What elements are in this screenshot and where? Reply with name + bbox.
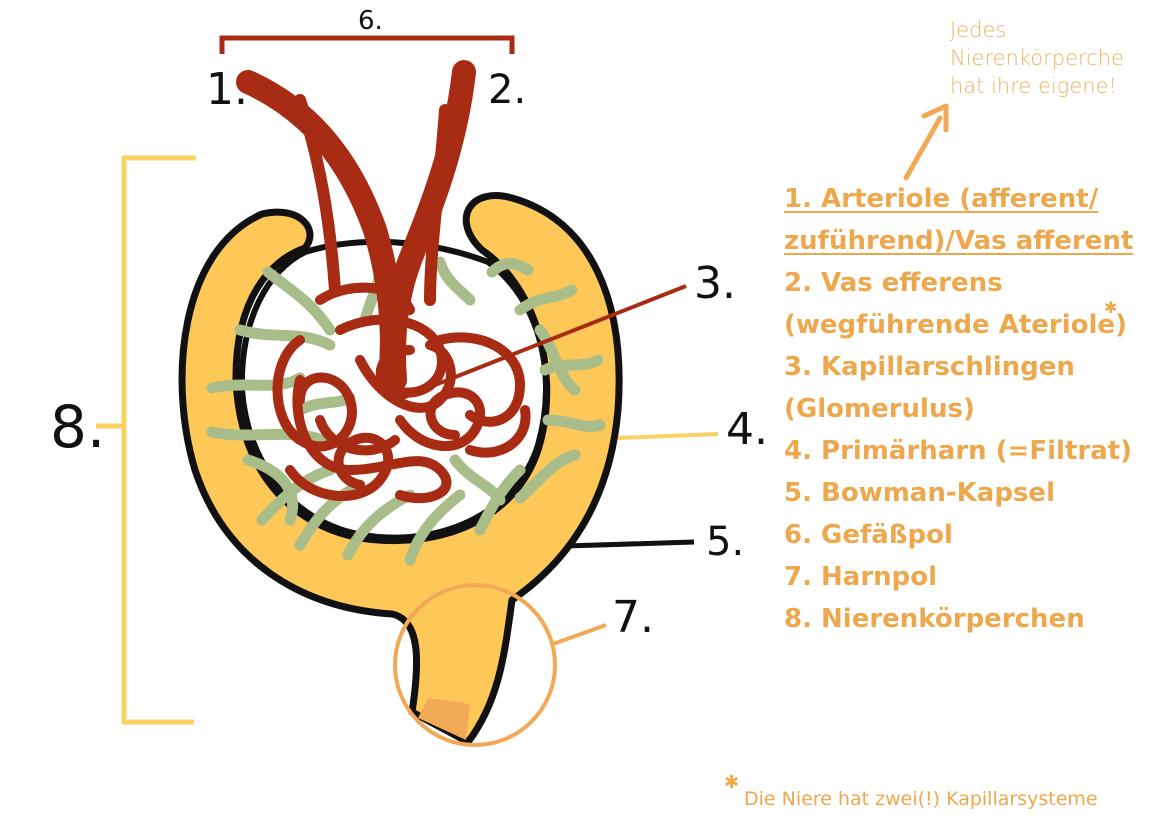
legend-item-2-line-1: 2. Vas efferens bbox=[784, 268, 1003, 298]
podocyte-strands bbox=[206, 256, 606, 566]
note-each-corpuscle: Jedes Nierenkörperche hat ihre eigene! bbox=[950, 18, 1124, 98]
legend-item-1-line-1: 1. Arteriole (afferent/ bbox=[784, 184, 1099, 214]
bowman-capsule bbox=[178, 192, 623, 746]
note-arrow-head bbox=[921, 103, 949, 133]
asterisk-footnote-icon: ✱ bbox=[724, 772, 740, 793]
legend: 1. Arteriole (afferent/ zuführend)/Vas a… bbox=[784, 178, 1164, 640]
arterioles bbox=[236, 60, 476, 392]
vas-efferens bbox=[381, 60, 476, 392]
legend-item-2-line-2: (wegführende Ateriole) bbox=[784, 310, 1127, 340]
leader-line-3 bbox=[391, 284, 687, 404]
label-7: 7. bbox=[612, 592, 654, 643]
urinary-pole-tip bbox=[418, 698, 470, 740]
note-arrow-line bbox=[903, 115, 943, 181]
asterisk-legend-icon: ✱ bbox=[1104, 298, 1118, 317]
leader-line-4 bbox=[617, 432, 719, 440]
legend-item-8: 8. Nierenkörperchen bbox=[784, 604, 1085, 634]
legend-item-7: 7. Harnpol bbox=[784, 562, 938, 592]
legend-item-5: 5. Bowman-Kapsel bbox=[784, 478, 1055, 508]
label-5: 5. bbox=[706, 519, 745, 565]
glomerulus bbox=[272, 282, 531, 504]
label-3: 3. bbox=[694, 258, 736, 309]
legend-item-6: 6. Gefäßpol bbox=[784, 520, 953, 550]
label-6: 6. bbox=[358, 6, 383, 36]
label-8: 8. bbox=[50, 393, 106, 461]
footnote-two-capillary-systems: Die Niere hat zwei(!) Kapillarsysteme bbox=[744, 788, 1098, 810]
legend-item-3-line-2: (Glomerulus) bbox=[784, 394, 975, 424]
label-4: 4. bbox=[726, 404, 768, 455]
label-2: 2. bbox=[488, 67, 527, 113]
vascular-pole-bracket bbox=[219, 35, 515, 54]
corpuscle-bracket bbox=[96, 155, 196, 725]
leader-line-5 bbox=[565, 539, 695, 549]
legend-item-3-line-1: 3. Kapillarschlingen bbox=[784, 352, 1075, 382]
leader-line-7 bbox=[552, 623, 607, 646]
label-1: 1. bbox=[206, 64, 248, 115]
legend-item-1-line-2: zuführend)/Vas afferent bbox=[784, 226, 1134, 256]
legend-item-4: 4. Primärharn (=Filtrat) bbox=[784, 436, 1133, 466]
urinary-pole-circle bbox=[393, 583, 557, 747]
